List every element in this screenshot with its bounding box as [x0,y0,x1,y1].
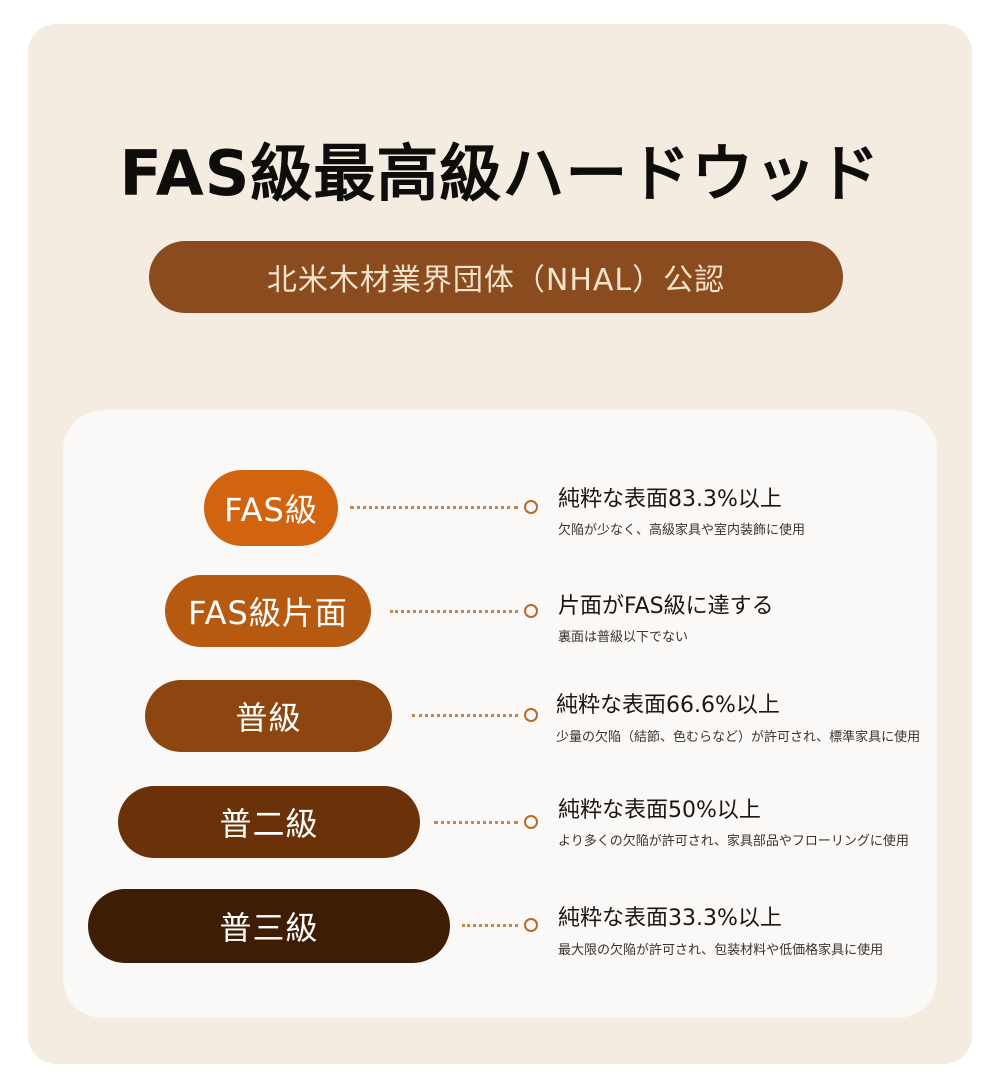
connector-end-marker [524,708,538,722]
connector-dots [350,506,518,509]
grade-desc-title-third: 純粋な表面33.3%以上 [558,906,782,931]
grade-row-third: 普三級 純粋な表面33.3%以上 最大限の欠陥が許可され、包装材料や低価格家具に… [0,889,1000,979]
grade-pill-second: 普二級 [118,786,420,858]
grade-desc-sub-fas-one-face: 裏面は普級以下でない [558,630,689,645]
grade-pill-third: 普三級 [88,889,450,963]
grade-row-second: 普二級 純粋な表面50%以上 より多くの欠陥が許可され、家具部品やフローリングに… [0,786,1000,876]
subtitle-banner: 北米木材業界団体（NHAL）公認 [149,241,843,313]
grade-desc-title-standard: 純粋な表面66.6%以上 [556,693,780,718]
grade-row-fas: FAS級 純粋な表面83.3%以上 欠陥が少なく、高級家具や室内装飾に使用 [0,470,1000,560]
grade-row-fas-one-face: FAS級片面 片面がFAS級に達する 裏面は普級以下でない [0,575,1000,665]
grade-desc-sub-fas: 欠陥が少なく、高級家具や室内装飾に使用 [558,523,806,538]
grade-desc-title-second: 純粋な表面50%以上 [558,798,761,823]
connector-end-marker [524,604,538,618]
connector-end-marker [524,500,538,514]
grade-desc-title-fas: 純粋な表面83.3%以上 [558,487,782,512]
grade-pill-fas: FAS級 [204,470,338,546]
connector-end-marker [524,918,538,932]
connector-dots [434,821,518,824]
grade-row-standard: 普級 純粋な表面66.6%以上 少量の欠陥（結節、色むらなど）が許可され、標準家… [0,680,1000,770]
connector-dots [462,924,518,927]
grade-desc-sub-standard: 少量の欠陥（結節、色むらなど）が許可され、標準家具に使用 [556,730,921,745]
grade-pill-standard: 普級 [145,680,392,752]
grade-pill-fas-one-face: FAS級片面 [165,575,371,647]
grade-desc-sub-second: より多くの欠陥が許可され、家具部品やフローリングに使用 [558,834,909,849]
grade-desc-sub-third: 最大限の欠陥が許可され、包装材料や低価格家具に使用 [558,943,884,958]
connector-end-marker [524,815,538,829]
connector-dots [390,610,518,613]
subtitle-text: 北米木材業界団体（NHAL）公認 [266,263,726,298]
grade-desc-title-fas-one-face: 片面がFAS級に達する [558,594,774,619]
connector-dots [412,714,518,717]
page-title: FAS級最高級ハードウッド [119,137,881,210]
